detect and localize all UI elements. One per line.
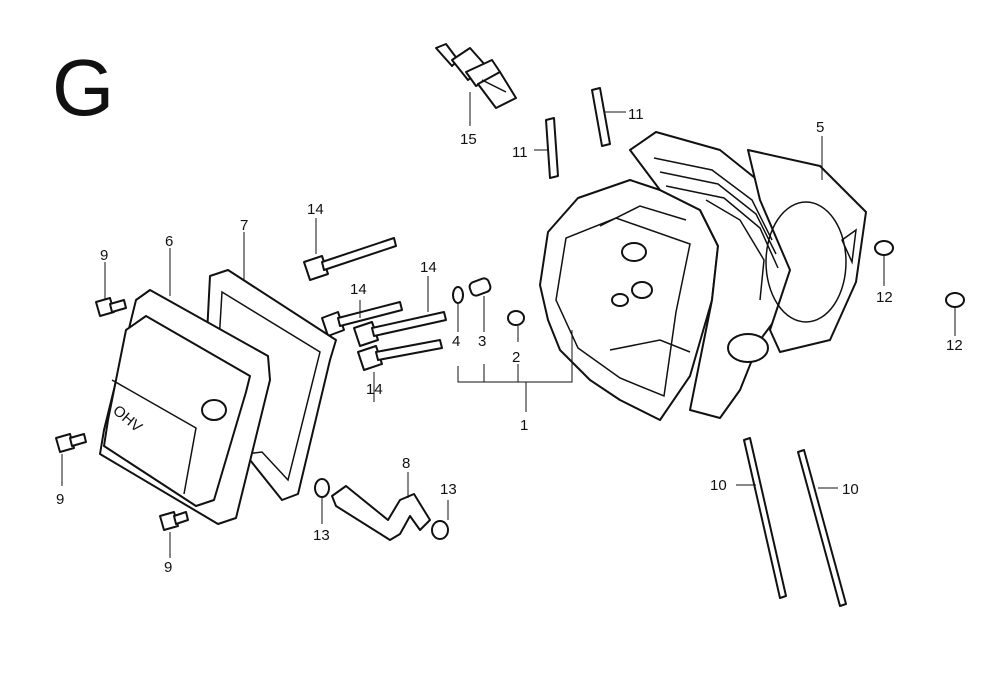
rocker-cover: OHV	[99, 289, 271, 525]
cylinder-head	[539, 131, 801, 421]
callout-14b: 14	[420, 259, 437, 276]
callout-10b: 10	[842, 481, 859, 498]
callout-14c: 14	[350, 281, 367, 298]
callout-13b: 13	[440, 481, 457, 498]
callout-7: 7	[240, 217, 248, 234]
cover-bolt	[55, 297, 189, 531]
callout-9a: 9	[100, 247, 108, 264]
callout-3: 3	[478, 333, 486, 350]
valve-seal-set	[452, 277, 525, 326]
callout-14d: 14	[366, 381, 383, 398]
callout-12b: 12	[946, 337, 963, 354]
callout-5: 5	[816, 119, 824, 136]
dowel-pin	[874, 240, 965, 308]
callout-12a: 12	[876, 289, 893, 306]
flange-bolt	[303, 237, 447, 371]
callout-9c: 9	[164, 559, 172, 576]
callout-15: 15	[460, 131, 477, 148]
callout-9b: 9	[56, 491, 64, 508]
callout-10a: 10	[710, 477, 727, 494]
callout-4: 4	[452, 333, 460, 350]
callout-14a: 14	[307, 201, 324, 218]
callout-11b: 11	[628, 106, 644, 123]
callout-1: 1	[520, 417, 528, 434]
callout-6: 6	[165, 233, 173, 250]
spark-plug	[435, 43, 517, 109]
callout-2: 2	[512, 349, 520, 366]
head-gasket	[747, 149, 867, 353]
push-rod	[743, 437, 847, 607]
hose-clip	[314, 478, 449, 540]
section-letter: G	[52, 43, 115, 132]
callout-11a: 11	[512, 144, 528, 161]
breather-tube	[331, 485, 431, 541]
stud-bolt	[545, 87, 611, 179]
callout-13a: 13	[313, 527, 330, 544]
callout-8: 8	[402, 455, 410, 472]
